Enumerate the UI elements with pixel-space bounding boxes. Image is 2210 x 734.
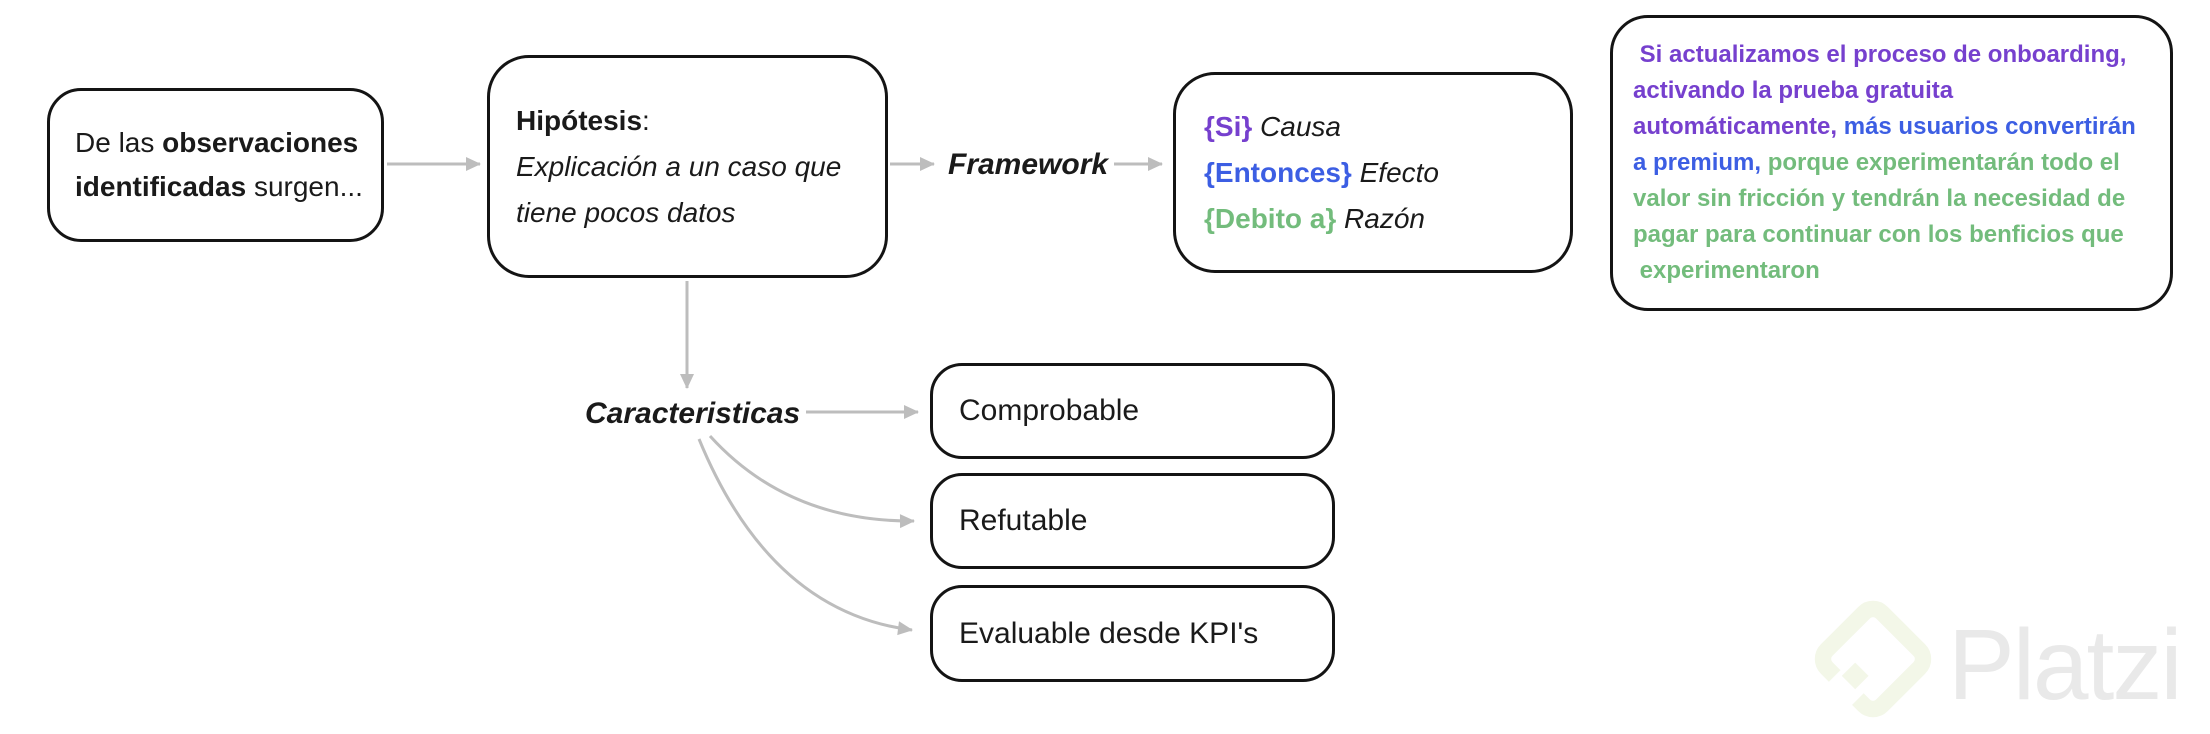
text-segment: porque experimentarán todo el	[1761, 149, 2120, 176]
platzi-watermark: Platzi	[1810, 596, 2183, 722]
arrow-caracteristicas-to-refutable	[708, 434, 915, 529]
text-line: tiene pocos datos	[516, 190, 885, 236]
text-segment: más usuarios convertirán	[1837, 113, 2136, 140]
arrow-caracteristicas-to-kpi	[697, 438, 913, 636]
text-line: automáticamente, más usuarios convertirá…	[1633, 109, 2156, 145]
node-comprobable: Comprobable	[930, 363, 1335, 459]
text-segment: :	[642, 104, 650, 136]
node-evaluable-kpis: Evaluable desde KPI's	[930, 585, 1335, 682]
text-segment: experimentaron	[1633, 257, 1820, 284]
text-segment: De las	[75, 127, 163, 158]
text-line: valor sin fricción y tendrán la necesida…	[1633, 181, 2156, 217]
platzi-logo-icon	[1814, 600, 1932, 718]
text-line: De las observaciones	[75, 121, 381, 165]
text-segment: observaciones	[162, 127, 359, 158]
text-line: activando la prueba gratuita	[1633, 73, 2156, 109]
text-line: Explicación a un caso que	[516, 144, 885, 190]
text-line: Hipótesis:	[516, 98, 885, 144]
text-segment: Si actualizamos el proceso de onboarding…	[1633, 41, 2127, 68]
label-framework: Framework	[948, 148, 1109, 181]
text-segment: {Entonces}	[1204, 156, 1352, 188]
node-refutable: Refutable	[930, 473, 1335, 569]
text-line: identificadas surgen...	[75, 165, 381, 209]
text-line: pagar para continuar con los benficios q…	[1633, 217, 2156, 253]
node-framework-si-entonces: {Si} Causa{Entonces} Efecto{Debito a} Ra…	[1173, 72, 1573, 273]
text-segment: Efecto	[1351, 156, 1439, 188]
text-line: {Si} Causa	[1204, 104, 1570, 150]
text-segment: pagar para continuar con los benficios q…	[1633, 221, 2124, 248]
text-segment: tiene pocos datos	[516, 196, 736, 228]
label-caracteristicas: Caracteristicas	[585, 397, 801, 430]
text-segment: Explicación a un caso que	[516, 150, 842, 182]
text-line: experimentaron	[1633, 253, 2156, 289]
text-segment: valor sin fricción y tendrán la necesida…	[1633, 185, 2126, 212]
text-line: a premium, porque experimentarán todo el	[1633, 145, 2156, 181]
text-segment: {Si}	[1204, 110, 1253, 142]
text-segment: identificadas	[75, 171, 247, 202]
text-segment: surgen...	[246, 171, 363, 202]
node-hipotesis: Hipótesis: Explicación a un caso que tiene…	[487, 55, 888, 278]
text-segment: a premium,	[1633, 149, 1762, 176]
text-segment: automáticamente,	[1633, 113, 1838, 140]
text-segment: activando la prueba gratuita	[1633, 77, 1954, 104]
text-line: {Entonces} Efecto	[1204, 150, 1570, 196]
platzi-wordmark: Platzi	[1948, 609, 2183, 721]
text-segment: Causa	[1252, 110, 1341, 142]
text-line: {Debito a} Razón	[1204, 196, 1570, 242]
text-segment: Hipótesis	[516, 104, 643, 136]
text-line: Si actualizamos el proceso de onboarding…	[1633, 37, 2156, 73]
node-hipotesis-ejemplo: Si actualizamos el proceso de onboarding…	[1610, 15, 2173, 311]
text-segment: Razón	[1336, 202, 1425, 234]
text-segment: {Debito a}	[1204, 202, 1337, 234]
